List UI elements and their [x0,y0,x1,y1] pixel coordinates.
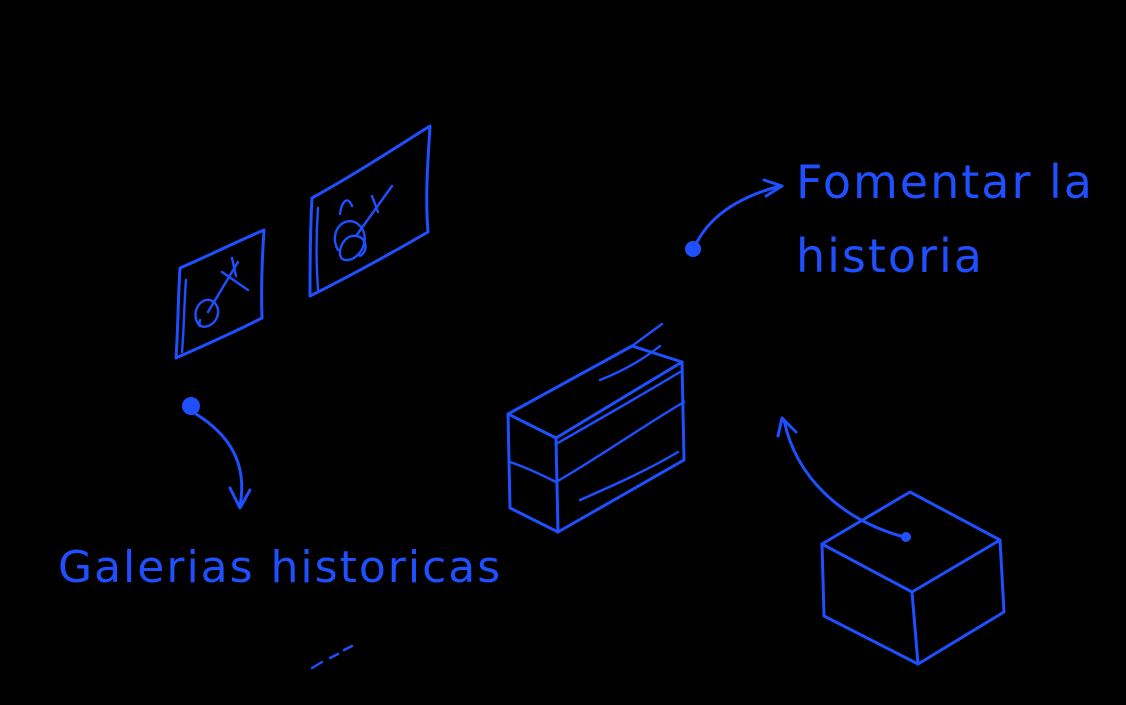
display-case-sketch [508,324,684,532]
right-label-line2: historia [796,229,984,283]
left-label: Galerias historicas [58,542,502,593]
right-pointer-arrow [685,180,782,257]
cube-sketch [778,418,1004,664]
stray-marks [312,646,352,668]
large-painting-sketch [310,126,430,296]
right-label-line1: Fomentar la [796,155,1094,209]
left-pointer-arrow [182,397,250,508]
small-painting-sketch [176,230,264,358]
